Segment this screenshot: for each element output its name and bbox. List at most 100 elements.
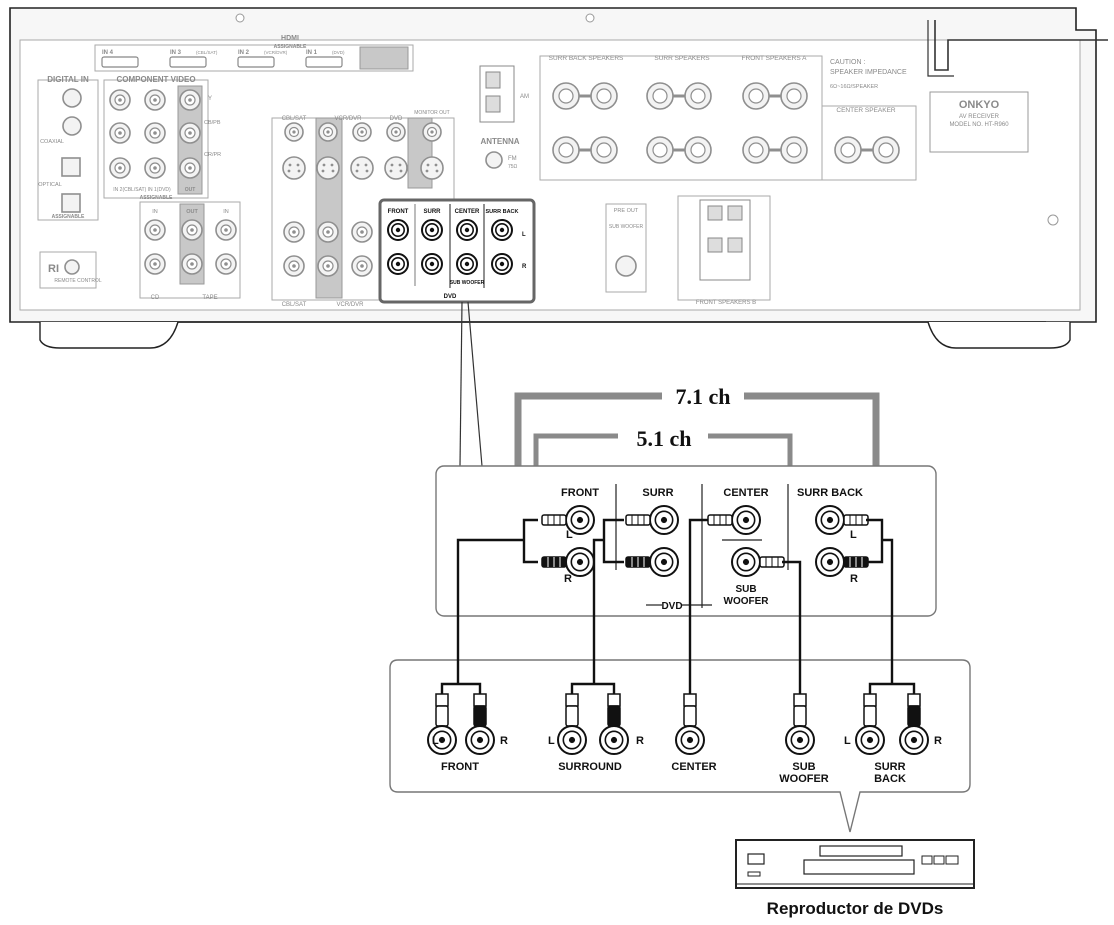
pre-out-section: PRE OUT SUB WOOFER [605, 203, 647, 293]
zoom-sub-woofer-jack[interactable] [731, 547, 761, 577]
speaker-post-1-0-1[interactable] [684, 82, 712, 110]
dvd-button-3[interactable] [945, 855, 959, 865]
speaker-post-0-0-1[interactable] [590, 82, 618, 110]
player-jack-front-l[interactable] [427, 725, 457, 755]
component-jack-2-0[interactable] [179, 89, 201, 111]
zoom-surr-l-jack[interactable] [649, 505, 679, 535]
speaker-post-3-0-0[interactable] [834, 136, 862, 164]
audio-jack-r-0[interactable] [283, 255, 305, 277]
component-jack-0-0[interactable] [109, 89, 131, 111]
player-jack-front-r[interactable] [465, 725, 495, 755]
hdmi-port-3[interactable] [237, 56, 275, 68]
s-video-jack-1[interactable] [316, 156, 340, 180]
s-video-jack-0[interactable] [282, 156, 306, 180]
cdtape-jack-0-0[interactable] [144, 219, 166, 241]
panel-center-jack[interactable] [456, 219, 478, 241]
hdmi-port-2[interactable] [169, 56, 207, 68]
speaker-post-2-1-1[interactable] [780, 136, 808, 164]
zoom-center-jack[interactable] [731, 505, 761, 535]
cable-front [440, 518, 538, 694]
video-jack-2[interactable] [352, 122, 372, 142]
panel-jack-top-2[interactable] [491, 219, 513, 241]
panel-l-label: L [522, 232, 526, 238]
optical-jack-2[interactable] [61, 193, 81, 213]
component-jack-2-1[interactable] [179, 122, 201, 144]
tape-out-label: OUT [186, 209, 198, 215]
video-jack-3[interactable] [386, 122, 406, 142]
hdmi-port-label: IN 3 [170, 50, 182, 56]
cdtape-jack-2-1[interactable] [215, 253, 237, 275]
cdtape-jack-1-0[interactable] [181, 219, 203, 241]
s-video-jack-3[interactable] [384, 156, 408, 180]
hdmi-out-block [359, 46, 409, 70]
plug-center [707, 514, 733, 526]
cdtape-jack-1-1[interactable] [181, 253, 203, 275]
audio-jack-l-2[interactable] [351, 221, 373, 243]
component-jack-0-2[interactable] [109, 157, 131, 179]
dvd-button-2[interactable] [933, 855, 945, 865]
out-sub-label-2: WOOFER [779, 773, 829, 785]
antenna-label: ANTENNA [480, 137, 519, 146]
panel-jack-top-1[interactable] [421, 219, 443, 241]
panel-jack-bottom-1[interactable] [421, 253, 443, 275]
component-jack-1-1[interactable] [144, 122, 166, 144]
dvd-power-button[interactable] [747, 853, 765, 865]
fm-antenna-jack[interactable] [485, 151, 503, 169]
panel-jack-top-0[interactable] [387, 219, 409, 241]
zoom-surr-back-r-jack[interactable] [815, 547, 845, 577]
player-jack-surround-l[interactable] [557, 725, 587, 755]
zoom-front-l-jack[interactable] [565, 505, 595, 535]
pre-out-sub-woofer-jack[interactable] [615, 255, 637, 277]
zoom-sub-label-2: WOOFER [724, 596, 770, 607]
cdtape-jack-2-0[interactable] [215, 219, 237, 241]
speaker-post-3-0-1[interactable] [872, 136, 900, 164]
remote-control-jack[interactable] [64, 259, 80, 275]
component-jack-1-2[interactable] [144, 157, 166, 179]
video-jack-0[interactable] [284, 122, 304, 142]
player-jack-surr-back-l[interactable] [855, 725, 885, 755]
speaker-post-1-1-0[interactable] [646, 136, 674, 164]
player-jack-surr-back-r[interactable] [899, 725, 929, 755]
component-jack-2-2[interactable] [179, 157, 201, 179]
panel-jack-bottom-0[interactable] [387, 253, 409, 275]
hdmi-port-sublabel: (VCR/DVR) [264, 50, 288, 55]
component-in-label: IN 2(CBL/SAT) IN 1(DVD) [113, 187, 171, 193]
speaker-post-1-0-0[interactable] [646, 82, 674, 110]
speaker-post-0-1-1[interactable] [590, 136, 618, 164]
zoom-surr-r-jack[interactable] [649, 547, 679, 577]
player-plug-front-r [473, 693, 487, 727]
player-jack-center[interactable] [675, 725, 705, 755]
hdmi-port-1[interactable] [101, 56, 139, 68]
speaker-post-1-1-1[interactable] [684, 136, 712, 164]
speaker-post-0-1-0[interactable] [552, 136, 580, 164]
dvd-button-1[interactable] [921, 855, 933, 865]
cdtape-jack-0-1[interactable] [144, 253, 166, 275]
speaker-post-0-0-0[interactable] [552, 82, 580, 110]
optical-jack-1[interactable] [61, 157, 81, 177]
zoom-surr-back-l-jack[interactable] [815, 505, 845, 535]
hdmi-port-4[interactable] [305, 56, 343, 68]
fm-ohm-label: 75Ω [508, 164, 518, 170]
video-jack-4[interactable] [422, 122, 442, 142]
speaker-post-2-0-0[interactable] [742, 82, 770, 110]
zoom-front-r-jack[interactable] [565, 547, 595, 577]
component-jack-1-0[interactable] [144, 89, 166, 111]
panel-sub-woofer-jack[interactable] [456, 253, 478, 275]
dvd-top-label: DVD [390, 116, 403, 122]
audio-jack-r-1[interactable] [317, 255, 339, 277]
s-video-jack-2[interactable] [350, 156, 374, 180]
audio-jack-r-2[interactable] [351, 255, 373, 277]
dvd-disc-tray[interactable] [819, 845, 903, 857]
player-jack-sub-woofer[interactable] [785, 725, 815, 755]
coaxial-jack-1[interactable] [62, 88, 82, 108]
player-jack-surround-r[interactable] [599, 725, 629, 755]
video-jack-1[interactable] [318, 122, 338, 142]
component-jack-0-1[interactable] [109, 122, 131, 144]
speaker-post-2-1-0[interactable] [742, 136, 770, 164]
s-video-jack-4[interactable] [420, 156, 444, 180]
coaxial-jack-2[interactable] [62, 116, 82, 136]
panel-jack-bottom-2[interactable] [491, 253, 513, 275]
audio-jack-l-1[interactable] [317, 221, 339, 243]
speaker-post-2-0-1[interactable] [780, 82, 808, 110]
audio-jack-l-0[interactable] [283, 221, 305, 243]
